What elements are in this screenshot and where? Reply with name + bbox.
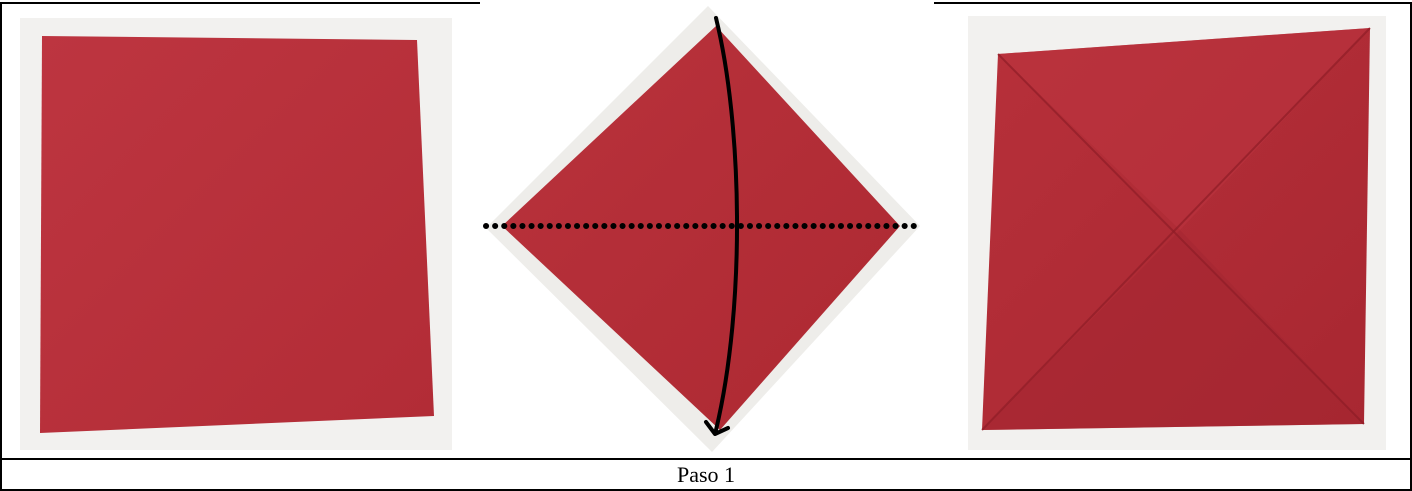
red-paper-diamond [502,26,900,430]
fold-arrow [714,16,740,432]
creased-square-paper [968,16,1386,450]
table-top-border [0,2,480,4]
flat-square-paper [20,18,452,450]
table-left-border [0,2,2,491]
crease-line-2 [981,27,1371,431]
table-top-border-right [934,2,1412,4]
diamond-fold-diagram [483,6,923,452]
arrow-head-icon [704,420,730,436]
step-caption: Paso 1 [676,462,736,487]
crease-line-1 [997,53,1365,425]
row-divider [0,458,1412,460]
table-bottom-border [0,489,1412,491]
table-right-border [1410,2,1412,491]
